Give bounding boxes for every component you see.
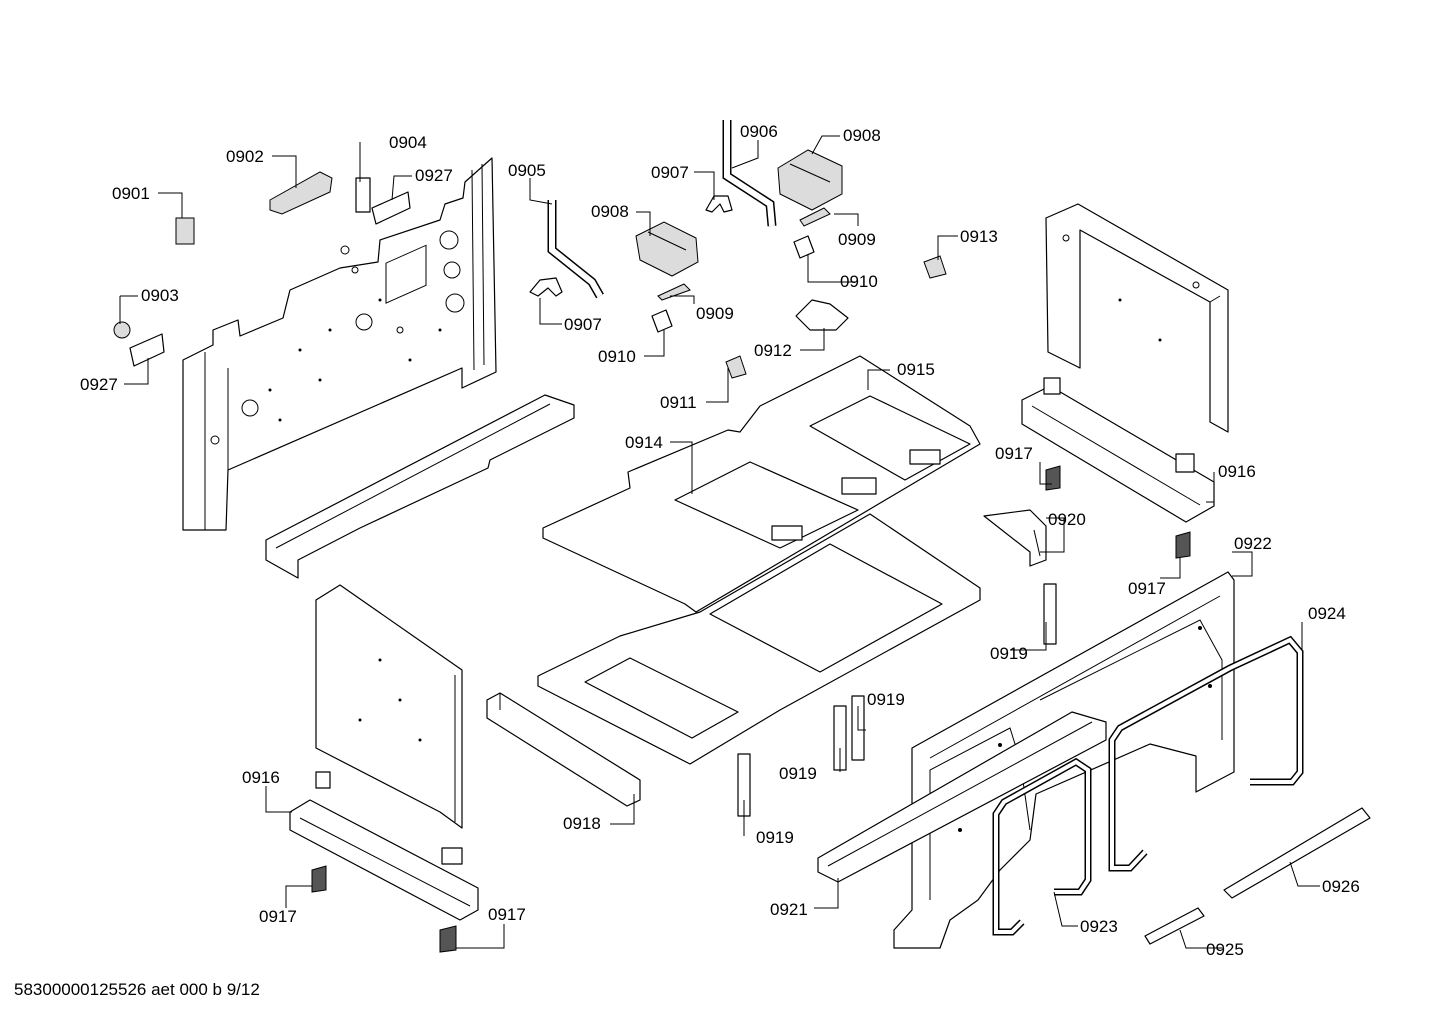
blower-fans-drawing [635, 149, 843, 277]
part-label-0923: 0923 [1080, 917, 1118, 936]
part-label-0912: 0912 [754, 341, 792, 360]
gas-pipes-drawing [547, 120, 777, 299]
bracket-drawing [983, 509, 1047, 567]
part-label-0921: 0921 [770, 900, 808, 919]
side-panel-right-drawing [1045, 203, 1229, 433]
part-label-0909-a: 0909 [696, 304, 734, 323]
part-label-0908-a: 0908 [591, 202, 629, 221]
side-panel-left-drawing [315, 584, 463, 829]
part-label-0909-b: 0909 [838, 230, 876, 249]
part-label-0924: 0924 [1308, 604, 1346, 623]
part-label-0917-c: 0917 [259, 907, 297, 926]
part-label-0901: 0901 [112, 184, 150, 203]
part-label-0911: 0911 [660, 393, 697, 412]
tray-upper-drawing [542, 355, 981, 613]
part-label-0910-a: 0910 [598, 347, 636, 366]
part-label-0916-b: 0916 [242, 768, 280, 787]
leader-lines [119, 135, 1320, 949]
part-label-0907-b: 0907 [564, 315, 602, 334]
front-trim-drawing [486, 692, 641, 807]
handle-bars-drawing [992, 635, 1304, 936]
trim-strips-drawing [1144, 807, 1371, 945]
part-label-0917-b: 0917 [1128, 579, 1166, 598]
part-label-0919-a: 0919 [990, 644, 1028, 663]
part-label-0905: 0905 [508, 161, 546, 180]
part-label-0910-b: 0910 [840, 272, 878, 291]
rear-rail-drawing [265, 394, 575, 579]
slides-drawing [737, 583, 1057, 817]
part-label-0904: 0904 [389, 133, 427, 152]
part-label-0915: 0915 [897, 360, 935, 379]
pipe-clamps-drawing [529, 195, 733, 297]
small-components-drawing [113, 171, 947, 379]
part-label-0914: 0914 [625, 433, 663, 452]
part-label-0902: 0902 [226, 147, 264, 166]
part-label-0907-a: 0907 [651, 163, 689, 182]
part-label-0927-b: 0927 [80, 375, 118, 394]
part-label-0920: 0920 [1048, 510, 1086, 529]
part-label-0918: 0918 [563, 814, 601, 833]
document-id: 58300000125526 aet 000 b 9/12 [14, 980, 260, 999]
part-label-0903: 0903 [141, 286, 179, 305]
part-label-0906: 0906 [740, 122, 778, 141]
part-label-0925: 0925 [1206, 940, 1244, 959]
part-label-0916-a: 0916 [1218, 462, 1256, 481]
part-label-0919-b: 0919 [867, 690, 905, 709]
shelf-rail-drawing [817, 711, 1107, 883]
part-label-0919-c: 0919 [779, 764, 817, 783]
part-label-0917-d: 0917 [488, 905, 526, 924]
tray-lower-drawing [537, 513, 981, 765]
base-rail-left-drawing [289, 771, 479, 921]
part-label-0919-d: 0919 [756, 828, 794, 847]
part-label-0926: 0926 [1322, 877, 1360, 896]
part-label-0913: 0913 [960, 227, 998, 246]
base-rail-right-drawing [1021, 377, 1215, 523]
rear-panel-drawing [182, 157, 497, 531]
part-label-0922: 0922 [1234, 534, 1272, 553]
part-label-0927-a: 0927 [415, 166, 453, 185]
part-label-0908-b: 0908 [843, 126, 881, 145]
part-label-0917-a: 0917 [995, 444, 1033, 463]
part-labels: 0901 0902 0903 0904 0905 0906 0907 0907 … [80, 122, 1360, 959]
